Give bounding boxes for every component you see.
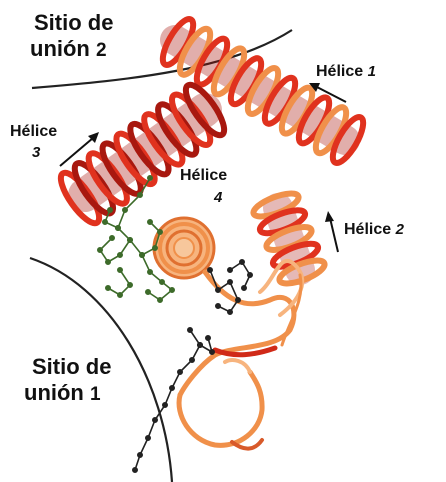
helix-1-number: 1 (368, 63, 376, 80)
helix-2-word: Hélice (344, 221, 391, 238)
helix-4-number: 4 (214, 190, 222, 205)
helix-2-number: 2 (396, 221, 404, 238)
helix-4-label: Hélice (180, 168, 227, 184)
helix-3-word: Hélice (10, 123, 57, 140)
helix-4-word: Hélice (180, 167, 227, 184)
binding-site-2-number: 2 (96, 40, 107, 61)
helix-2 (251, 189, 328, 288)
helix-4 (154, 218, 214, 278)
helix-3 (55, 80, 231, 229)
helix-2-arrow (325, 211, 338, 252)
helix-3-number-text: 3 (32, 144, 40, 161)
helix-1-word: Hélice (316, 63, 363, 80)
helix-3-label: Hélice (10, 124, 57, 140)
helix-2-label: Hélice 2 (344, 222, 404, 238)
helix-1 (157, 15, 369, 167)
binding-site-2-subtitle: unión 2 (30, 38, 107, 60)
helix-1-label: Hélice 1 (316, 64, 376, 80)
binding-site-1-subtitle: unión 1 (24, 382, 101, 404)
helix-4-number-text: 4 (214, 189, 222, 206)
binding-site-1-line1: Sitio de (32, 354, 111, 379)
binding-site-2-title: Sitio de (34, 12, 113, 34)
binding-site-1-line2: unión (24, 380, 84, 405)
helix-3-number: 3 (32, 145, 40, 160)
binding-site-1-number: 1 (90, 384, 101, 405)
binding-site-2-line2: unión (30, 36, 90, 61)
binding-site-2-line1: Sitio de (34, 10, 113, 35)
binding-site-1-title: Sitio de (32, 356, 111, 378)
loop-ribbons (179, 261, 302, 449)
